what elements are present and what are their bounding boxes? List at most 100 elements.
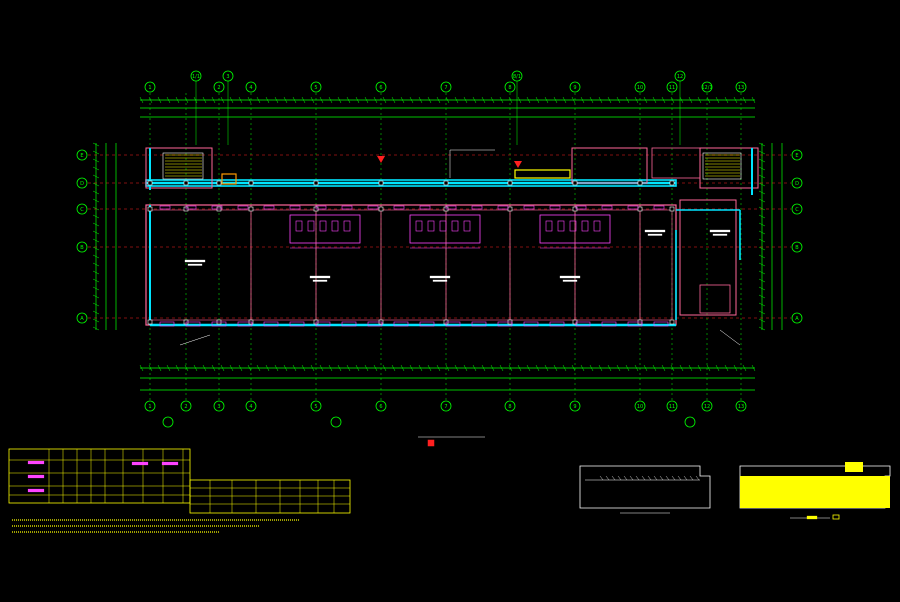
dim-tick [400, 364, 405, 372]
schedule-table [8, 448, 191, 504]
axis-label-top: 2 [217, 85, 220, 91]
dim-tick [706, 364, 711, 372]
dim-tick [92, 294, 100, 299]
window-north [341, 205, 353, 210]
column [147, 180, 153, 186]
dim-tick [445, 96, 450, 104]
dim-tick [92, 262, 100, 267]
table-text [27, 474, 45, 479]
window-north [627, 205, 639, 210]
room-label-mark [559, 275, 581, 279]
axis-bubble-bottom [180, 400, 192, 412]
room-label-mark [712, 233, 728, 236]
dim-tick [758, 286, 766, 291]
column [443, 180, 449, 186]
dim-tick [490, 364, 495, 372]
fixture [319, 220, 327, 232]
dim-tick [427, 96, 432, 104]
dim-tick [436, 364, 441, 372]
room-label-mark [312, 279, 328, 282]
dim-tick [598, 364, 603, 372]
dim-tick [571, 364, 576, 372]
axis-bubble-bottom [213, 400, 225, 412]
dim-tick [409, 364, 414, 372]
window-north [185, 205, 197, 210]
service-room-ne-2 [651, 147, 701, 179]
dim-tick [382, 364, 387, 372]
axis-label-left: A [80, 316, 84, 322]
table-text [27, 460, 45, 465]
dim-tick [758, 158, 766, 163]
dim-tick [758, 238, 766, 243]
dim-tick [553, 96, 558, 104]
axis-label-top: 8/1 [513, 74, 521, 80]
window-north [575, 205, 587, 210]
axis-bubble-top [735, 81, 747, 93]
axis-bubble-bottom [735, 400, 747, 412]
column [248, 206, 254, 212]
fixture [307, 220, 315, 232]
fixture [463, 220, 471, 232]
section-hatch [641, 475, 646, 481]
window-north [289, 205, 301, 210]
dim-tick [148, 364, 153, 372]
axis-bubble-bottom [245, 400, 257, 412]
section-hatch [623, 475, 628, 481]
axis-label-bottom: 6 [379, 404, 382, 410]
axis-bubble-bottom [440, 400, 452, 412]
dim-tick [92, 182, 100, 187]
dim-tick [92, 310, 100, 315]
dim-tick [436, 96, 441, 104]
dim-tick [301, 96, 306, 104]
axis-label-bottom: 10 [637, 404, 643, 410]
dim-tick [346, 96, 351, 104]
dim-tick [758, 222, 766, 227]
service-wing-east [679, 199, 737, 316]
axis-label-top: 4 [249, 85, 252, 91]
dim-tick [733, 96, 738, 104]
window-south [601, 321, 617, 327]
dim-tick [418, 364, 423, 372]
axis-bubble-top [634, 81, 646, 93]
dim-tick [292, 96, 297, 104]
dim-tick [92, 318, 100, 323]
axis-label-top: 13 [738, 85, 744, 91]
axis-label-right: D [795, 181, 799, 187]
axis-label-bottom: 5 [314, 404, 317, 410]
fixture [545, 220, 553, 232]
dim-tick [337, 96, 342, 104]
section-hatch [611, 475, 616, 481]
dim-tick [256, 96, 261, 104]
section-hatch [635, 475, 640, 481]
axis-label-left: E [80, 153, 83, 159]
axis-label-top: 11 [669, 85, 675, 91]
dim-tick [184, 364, 189, 372]
dim-tick [265, 96, 270, 104]
axis-bubble-bottom [701, 400, 713, 412]
axis-label-top: 9 [573, 85, 576, 91]
dim-tick [580, 364, 585, 372]
dim-tick [661, 96, 666, 104]
dim-tick [589, 96, 594, 104]
dim-tick [346, 364, 351, 372]
column [183, 180, 189, 186]
dim-tick [166, 364, 171, 372]
dim-tick [391, 96, 396, 104]
dim-tick [490, 96, 495, 104]
dim-tick [92, 214, 100, 219]
dim-tick [92, 150, 100, 155]
axis-bubble-left [76, 241, 88, 253]
column [147, 206, 153, 212]
dim-tick [355, 96, 360, 104]
window-south [653, 321, 669, 327]
dim-tick [139, 364, 144, 372]
dim-tick [148, 96, 153, 104]
column [507, 180, 513, 186]
section-hatch [629, 475, 634, 481]
column [378, 180, 384, 186]
dim-tick [92, 286, 100, 291]
window-north [393, 205, 405, 210]
dim-tick [688, 96, 693, 104]
dim-tick [553, 364, 558, 372]
dim-tick [634, 96, 639, 104]
